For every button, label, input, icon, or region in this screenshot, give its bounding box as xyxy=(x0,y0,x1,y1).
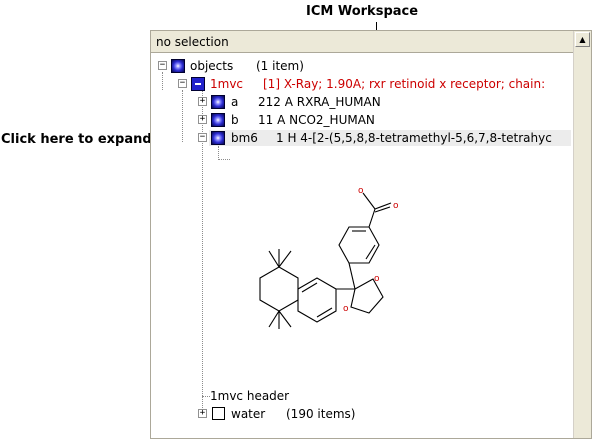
workspace-panel: no selection ▲ − objects (1 item) − 1mvc… xyxy=(150,30,592,439)
molecule-object-icon xyxy=(191,77,205,91)
water-checkbox[interactable] xyxy=(212,407,225,420)
bm6-molecule-structure: o o o o xyxy=(259,186,399,329)
tree-item-water-name: water xyxy=(231,407,266,421)
tree-item-chain-b-info: 11 A NCO2_HUMAN xyxy=(258,113,375,127)
icm-workspace-callout: ICM Workspace xyxy=(306,4,419,19)
tree-item-header-name: 1mvc header xyxy=(210,389,290,403)
tree-line-bm6-child xyxy=(218,159,230,160)
tree-item-1mvc-info: [1] X-Ray; 1.90A; rxr retinoid x recepto… xyxy=(263,77,546,91)
tree-item-objects[interactable]: − objects (1 item) xyxy=(151,57,551,75)
blue-sphere-icon xyxy=(171,59,185,73)
minus-expander-icon[interactable]: − xyxy=(198,132,207,142)
tree-item-1mvc[interactable]: − 1mvc [1] X-Ray; 1.90A; rxr retinoid x … xyxy=(151,75,571,93)
plus-expander-icon[interactable]: + xyxy=(198,96,207,106)
vertical-scrollbar[interactable]: ▲ xyxy=(573,31,591,438)
tree-item-chain-a-info: 212 A RXRA_HUMAN xyxy=(258,95,381,109)
tree-item-1mvc-name: 1mvc xyxy=(210,77,244,91)
plus-expander-icon[interactable]: + xyxy=(198,114,207,124)
tree-item-objects-name: objects xyxy=(190,59,234,73)
tree-item-water[interactable]: + water (190 items) xyxy=(151,405,451,423)
tree-item-bm6-name: bm6 xyxy=(231,131,258,145)
tree-item-1mvc-header[interactable]: 1mvc header xyxy=(151,387,451,405)
tree-line-header xyxy=(202,396,210,397)
atom-label-o: o xyxy=(393,201,399,211)
scroll-up-arrow-icon[interactable]: ▲ xyxy=(575,32,590,47)
minus-expander-icon[interactable]: − xyxy=(178,78,187,88)
tree-line-objects xyxy=(162,72,163,90)
tree-item-chain-b-name: b xyxy=(231,113,239,127)
tree-item-chain-b[interactable]: + b 11 A NCO2_HUMAN xyxy=(151,111,571,129)
tree-item-chain-a-name: a xyxy=(231,95,239,109)
atom-label-o: o xyxy=(343,304,349,314)
blue-sphere-icon xyxy=(211,113,225,127)
bm6-row-highlight xyxy=(209,130,571,146)
blue-sphere-icon xyxy=(211,95,225,109)
tree-item-objects-info: (1 item) xyxy=(256,59,304,73)
plus-expander-icon[interactable]: + xyxy=(198,408,207,418)
tree-line-1mvc-children xyxy=(202,90,203,416)
tree-item-chain-a[interactable]: + a 212 A RXRA_HUMAN xyxy=(151,93,571,111)
expand-callout: Click here to expand xyxy=(1,132,152,147)
tree-item-bm6[interactable]: − bm6 1 H 4-[2-(5,5,8,8-tetramethyl-5,6,… xyxy=(151,129,571,147)
selection-status-bar: no selection xyxy=(151,31,573,53)
blue-sphere-icon xyxy=(211,131,225,145)
tree-line-bm6 xyxy=(218,146,219,160)
tree-line-1mvc xyxy=(182,90,183,142)
atom-label-o: o xyxy=(374,274,380,284)
atom-label-o: o xyxy=(358,186,364,196)
tree-item-bm6-info: 1 H 4-[2-(5,5,8,8-tetramethyl-5,6,7,8-te… xyxy=(276,131,552,145)
minus-expander-icon[interactable]: − xyxy=(158,60,167,70)
tree-item-water-info: (190 items) xyxy=(286,407,356,421)
